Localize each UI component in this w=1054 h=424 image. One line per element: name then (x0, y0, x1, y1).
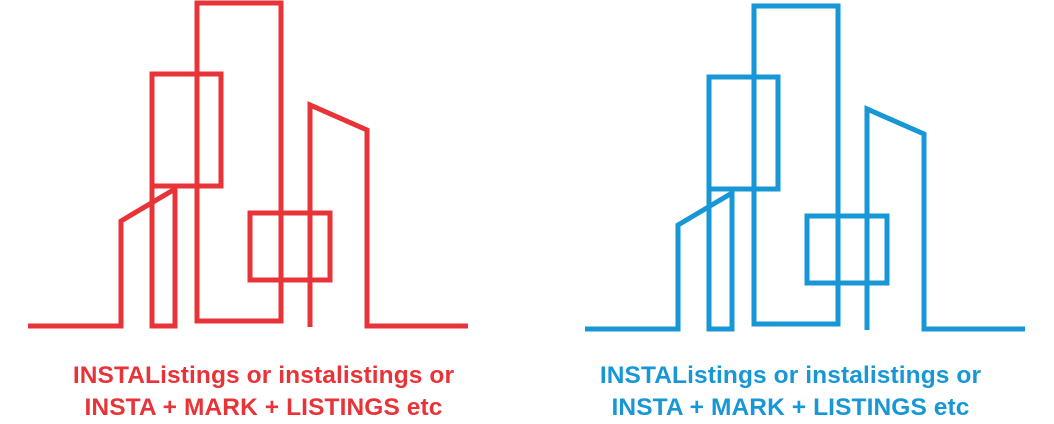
upper-tower-block (149, 71, 224, 189)
city-skyline-icon (585, 3, 1025, 332)
logo-caption: INSTAListings or instalistings or INSTA … (527, 360, 1054, 424)
ground-line (585, 77, 735, 332)
right-tower (864, 105, 1025, 332)
tall-tower (751, 3, 841, 327)
logo-variant-blue: INSTAListings or instalistings or INSTA … (527, 0, 1054, 422)
city-skyline-icon (28, 0, 468, 329)
upper-tower-block (706, 74, 781, 192)
caption-line-2: INSTA + MARK + LISTINGS etc (84, 394, 443, 421)
logo-caption: INSTAListings or instalistings or INSTA … (0, 360, 527, 424)
right-tower (307, 101, 468, 329)
tall-tower (194, 0, 284, 324)
ground-line (28, 74, 178, 329)
caption-line-2: INSTA + MARK + LISTINGS etc (611, 394, 970, 421)
logo-variant-red: INSTAListings or instalistings or INSTA … (0, 0, 527, 422)
caption-line-1: INSTAListings or instalistings or (72, 362, 455, 389)
caption-line-1: INSTAListings or instalistings or (599, 362, 982, 389)
middle-tower-block (247, 210, 333, 283)
middle-tower-block (804, 213, 890, 286)
